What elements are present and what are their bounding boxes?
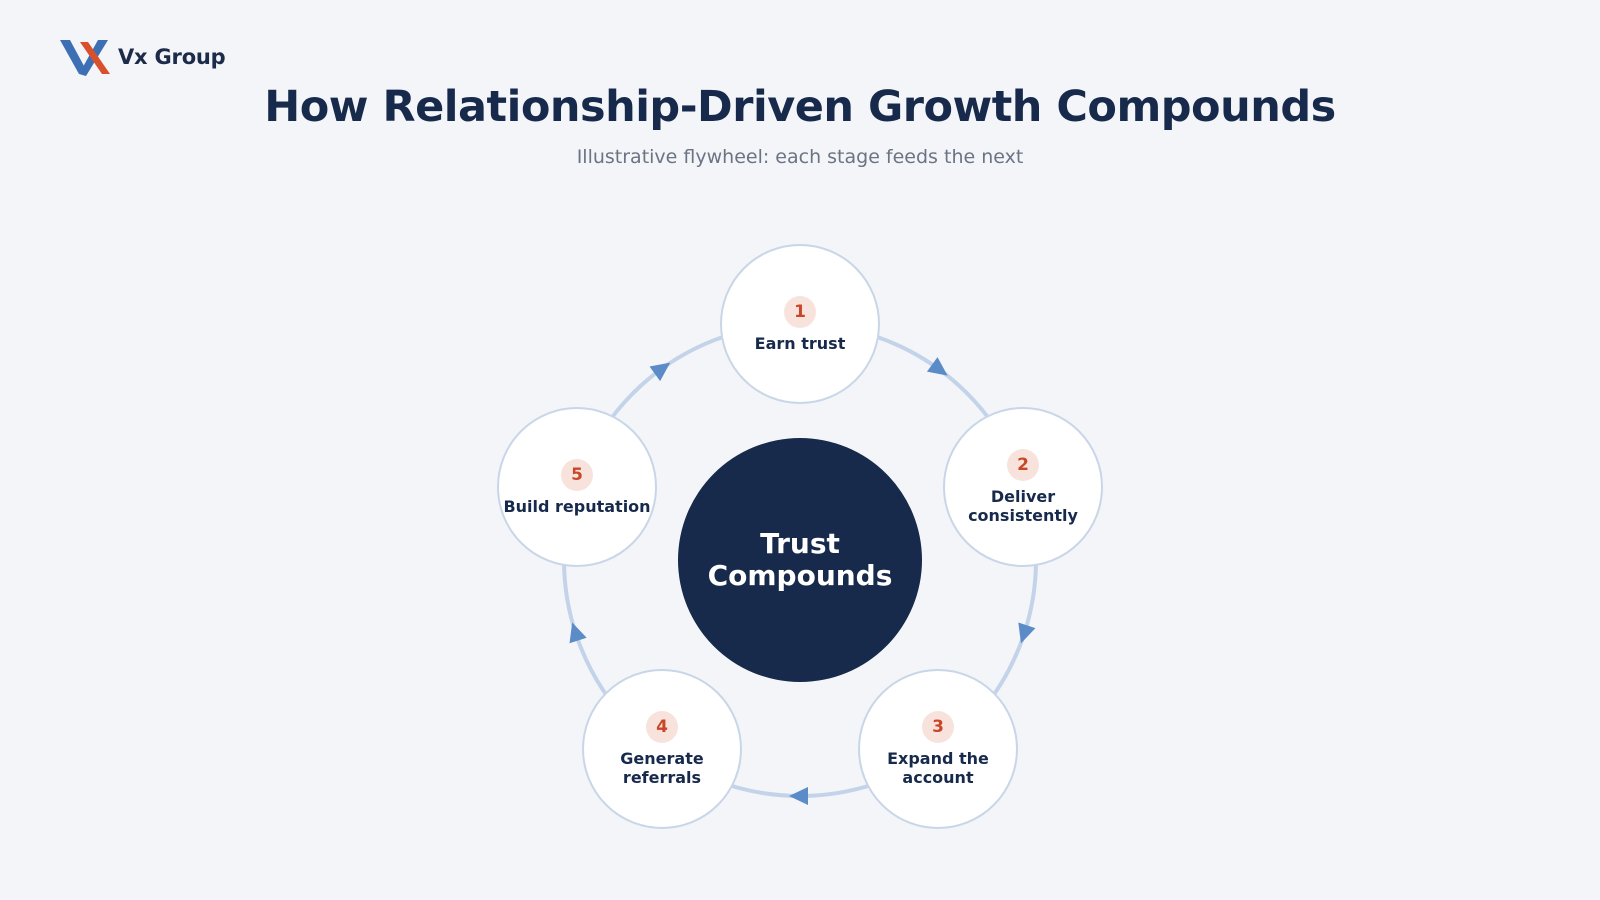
- stage-number-badge: 2: [1007, 449, 1039, 481]
- vx-logo-icon: [60, 40, 110, 76]
- stage-number-badge: 1: [784, 295, 816, 328]
- stage-label: Expand the account: [887, 749, 989, 787]
- brand-logo: Vx Group: [60, 38, 226, 76]
- stage-generate-referrals: 4 Generate referrals: [582, 669, 742, 829]
- flow-arrow-icon: [1018, 622, 1036, 644]
- stage-label: Deliver consistently: [968, 487, 1078, 525]
- stage-label: Generate referrals: [620, 749, 704, 787]
- stage-deliver-consistently: 2 Deliver consistently: [943, 407, 1103, 567]
- page-title: How Relationship-Driven Growth Compounds: [264, 82, 1336, 132]
- flow-arrow-icon: [569, 622, 587, 644]
- stage-number-badge: 5: [561, 458, 593, 491]
- brand-name: Vx Group: [118, 45, 226, 69]
- page-subtitle: Illustrative flywheel: each stage feeds …: [576, 146, 1024, 168]
- flow-arrow-icon: [926, 357, 948, 376]
- flow-arrow-icon: [789, 787, 808, 805]
- stage-number-badge: 3: [922, 711, 954, 743]
- stage-label: Build reputation: [503, 496, 651, 516]
- stage-earn-trust: 1 Earn trust: [720, 244, 880, 404]
- hub-circle: Trust Compounds: [678, 438, 922, 682]
- stage-expand-account: 3 Expand the account: [858, 669, 1018, 829]
- stage-label: Earn trust: [754, 333, 846, 353]
- hub-label: Trust Compounds: [707, 527, 893, 592]
- stage-build-reputation: 5 Build reputation: [497, 407, 657, 567]
- flow-arrow-icon: [649, 362, 671, 382]
- stage-number-badge: 4: [646, 711, 678, 743]
